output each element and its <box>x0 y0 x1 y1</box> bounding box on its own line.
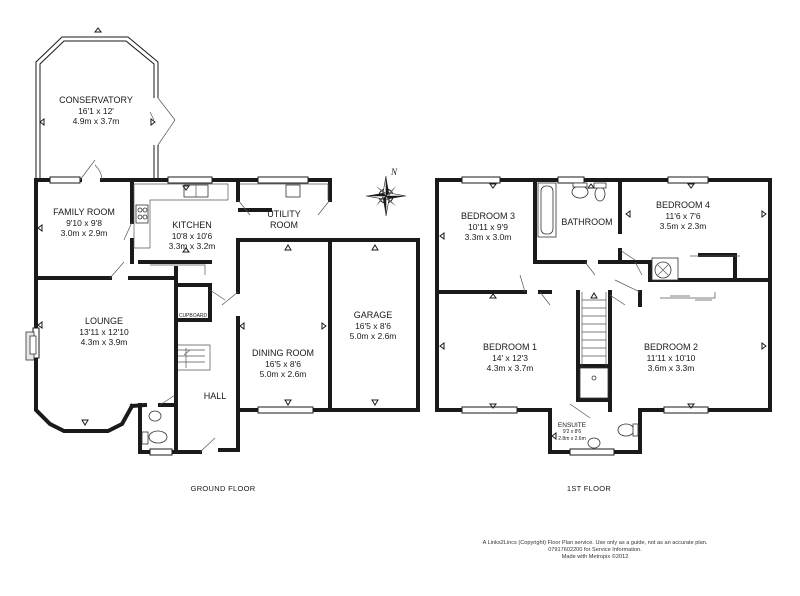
room-name: BATHROOM <box>561 217 613 227</box>
room-name: BEDROOM 4 <box>655 200 711 210</box>
room-dim-imperial: 9'2 x 8'6 <box>562 429 582 435</box>
room-dim-imperial: 11'11 x 10'10 <box>646 352 696 363</box>
ground-floor-doors <box>79 111 331 453</box>
bathroom-fixtures <box>537 182 607 238</box>
room-name: BEDROOM 2 <box>643 342 699 352</box>
room-name: DINING ROOM <box>252 348 314 358</box>
garage-label: GARAGE 16'5 x 8'6 5.0m x 2.6m <box>350 310 397 342</box>
ensuite-fixtures <box>579 367 639 449</box>
room-dim-metric: 3.5m x 2.3m <box>659 221 707 231</box>
kitchen-label: KITCHEN 10'8 x 10'6 3.3m x 3.2m <box>169 220 216 252</box>
room-name: GARAGE <box>353 310 393 320</box>
first-floor-markers <box>439 183 767 440</box>
room-name: CUPBOARD <box>178 313 208 319</box>
ground-floor-stairs <box>178 344 211 371</box>
room-name: KITCHEN <box>172 220 212 230</box>
room-dim-metric: 3.3m x 3.2m <box>168 241 216 251</box>
room-dim-metric: 5.0m x 2.6m <box>349 331 397 341</box>
cupboard-label: CUPBOARD <box>179 310 207 319</box>
lounge-label: LOUNGE 13'11 x 12'10 4.3m x 3.9m <box>79 316 128 348</box>
room-dim-metric: 3.6m x 3.3m <box>647 363 695 373</box>
ensuite-label: ENSUITE 9'2 x 8'6 2.8m x 2.6m <box>558 422 586 443</box>
ground-floor-title: GROUND FLOOR <box>190 484 256 493</box>
room-name: CONSERVATORY <box>59 95 133 105</box>
bedroom-2-label: BEDROOM 2 11'11 x 10'10 3.6m x 3.3m <box>644 342 698 374</box>
disclaimer-line-1: A Links2Lincs (Copyright) Floor Plan ser… <box>482 540 708 546</box>
room-name: UTILITY <box>267 209 301 219</box>
kitchen-fixtures <box>133 183 229 275</box>
room-dim-imperial: 16'5 x 8'6 <box>265 358 301 369</box>
room-name: HALL <box>203 391 227 401</box>
room-dim-metric: 2.8m x 2.6m <box>558 436 586 442</box>
disclaimer-line-2: 07917602200 for Service Information. <box>548 547 642 554</box>
ground-floor-plan <box>25 27 420 456</box>
room-dim-imperial: 10'8 x 10'6 <box>171 230 213 241</box>
dining-room-label: DINING ROOM 16'5 x 8'6 5.0m x 2.6m <box>252 348 314 380</box>
room-dim-metric: 4.3m x 3.9m <box>80 337 128 347</box>
room-dim-imperial: 14' x 12'3 <box>492 352 528 363</box>
room-name: BEDROOM 3 <box>460 211 516 221</box>
room-dim-imperial: 13'11 x 12'10 <box>79 326 129 337</box>
disclaimer: A Links2Lincs (Copyright) Floor Plan ser… <box>470 540 720 562</box>
room-dim-metric: 3.0m x 2.9m <box>60 228 108 238</box>
first-floor-windows <box>461 176 709 456</box>
first-floor-doors <box>519 249 643 419</box>
bedroom-4-label: BEDROOM 4 11'6 x 7'6 3.5m x 2.3m <box>656 200 710 232</box>
wardrobes <box>660 255 740 301</box>
bathroom-label: BATHROOM <box>561 217 612 228</box>
family-room-label: FAMILY ROOM 9'10 x 9'8 3.0m x 2.9m <box>53 207 115 239</box>
ground-floor-markers <box>37 27 379 426</box>
room-dim-imperial: 10'11 x 9'9 <box>468 221 508 232</box>
room-dim-imperial: 11'6 x 7'6 <box>665 210 701 221</box>
room-dim-metric: 3.3m x 3.0m <box>464 232 512 242</box>
room-dim-metric: 4.3m x 3.7m <box>486 363 534 373</box>
first-floor-plan <box>435 176 772 456</box>
compass-north-label: N <box>391 167 398 177</box>
room-dim-imperial: 16'5 x 8'6 <box>355 320 391 331</box>
room-dim-imperial: 16'1 x 12' <box>78 105 114 116</box>
room-name: FAMILY ROOM <box>53 207 115 217</box>
hall-label: HALL <box>204 391 227 402</box>
room-name: LOUNGE <box>84 316 123 326</box>
compass-rose-icon <box>365 175 407 217</box>
room-dim-metric: 5.0m x 2.6m <box>259 369 307 379</box>
bedroom-1-label: BEDROOM 1 14' x 12'3 4.3m x 3.7m <box>483 342 537 374</box>
hot-water-cylinder <box>651 257 679 281</box>
room-dim-imperial: 9'10 x 9'8 <box>66 217 102 228</box>
utility-fixtures <box>240 183 329 200</box>
utility-room-label: UTILITY ROOM <box>267 209 301 230</box>
first-floor-stairs <box>581 292 607 366</box>
bedroom-3-label: BEDROOM 3 10'11 x 9'9 3.3m x 3.0m <box>461 211 515 243</box>
ground-floor-windows <box>25 176 314 456</box>
room-name-line2: ROOM <box>269 219 298 230</box>
conservatory-walls <box>35 36 176 180</box>
room-dim-metric: 4.9m x 3.7m <box>72 116 120 126</box>
disclaimer-line-3: Made with Metropix ©2012 <box>561 554 629 561</box>
room-name: ENSUITE <box>557 422 587 429</box>
ground-floor-wc <box>141 410 168 445</box>
room-name: BEDROOM 1 <box>482 342 538 352</box>
conservatory-label: CONSERVATORY 16'1 x 12' 4.9m x 3.7m <box>59 95 133 127</box>
first-floor-title: 1ST FLOOR <box>566 484 612 493</box>
